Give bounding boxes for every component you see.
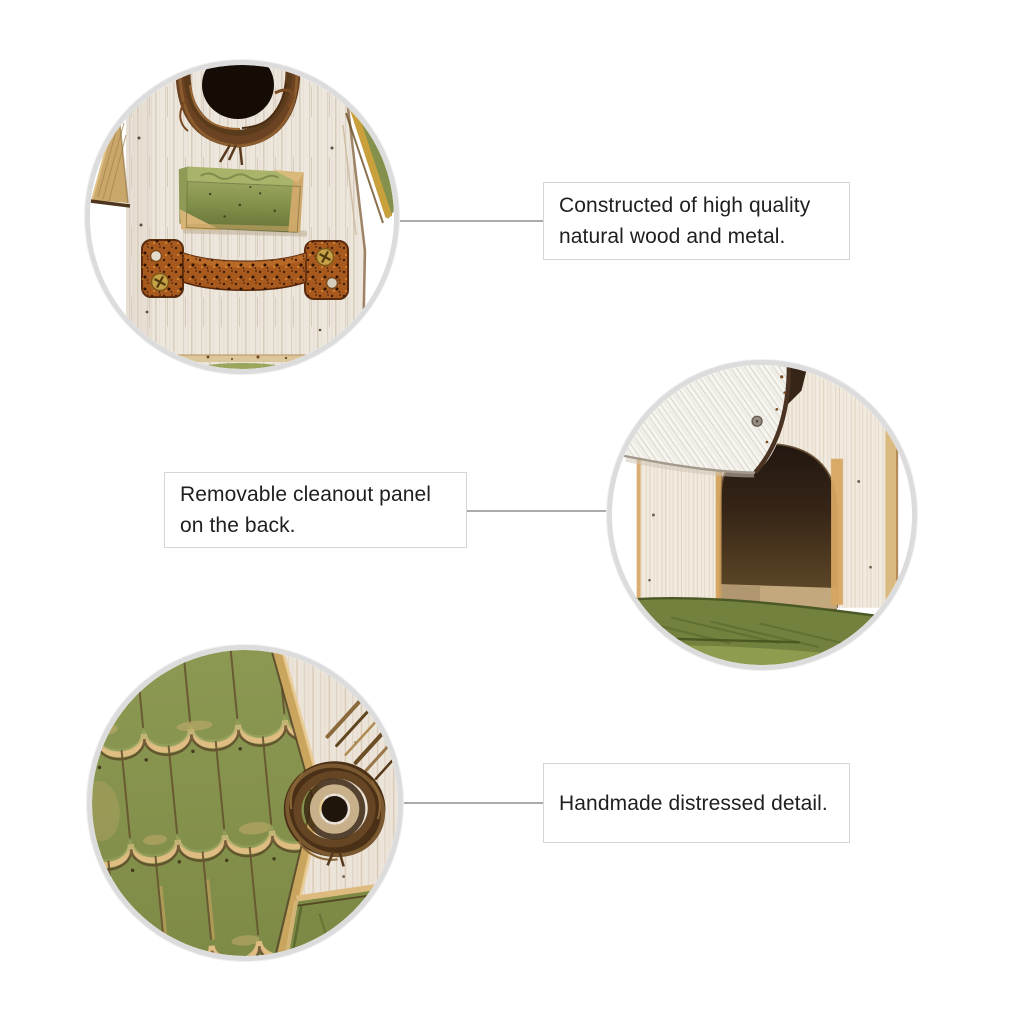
entrance-hole — [202, 65, 274, 119]
callout-text: Constructed of high quality natural wood… — [559, 194, 811, 248]
brass-screw — [315, 247, 335, 267]
callout-text: Removable cleanout panel on the back. — [180, 483, 432, 537]
callout-connector-line — [465, 510, 608, 512]
callout-connector-line — [399, 802, 545, 804]
birdhouse-front-photo — [85, 60, 399, 374]
birdhouse-roof-photo — [87, 645, 403, 961]
green-perch-block — [178, 166, 308, 237]
nail-holes — [648, 479, 872, 582]
screw-hole — [149, 249, 163, 263]
callout-box-handmade: Handmade distressed detail. — [543, 763, 850, 843]
nail-holes — [137, 136, 334, 332]
removable-panel — [612, 365, 792, 478]
birdhouse-back-photo — [607, 360, 917, 670]
brass-screw — [150, 272, 170, 292]
birdhouse-roof-illustration — [92, 650, 398, 956]
callout-box-materials: Constructed of high quality natural wood… — [543, 182, 850, 260]
twig-wreath — [175, 66, 301, 166]
rusted-handle — [141, 239, 349, 300]
birdhouse-back-illustration — [612, 365, 912, 665]
callout-connector-line — [395, 220, 545, 222]
base-edge — [156, 354, 326, 369]
screw-hole — [325, 276, 339, 290]
side-wreath — [283, 761, 386, 867]
birdhouse-front-illustration — [90, 65, 394, 369]
callout-box-cleanout: Removable cleanout panel on the back. — [164, 472, 467, 548]
callout-text: Handmade distressed detail. — [559, 791, 828, 815]
